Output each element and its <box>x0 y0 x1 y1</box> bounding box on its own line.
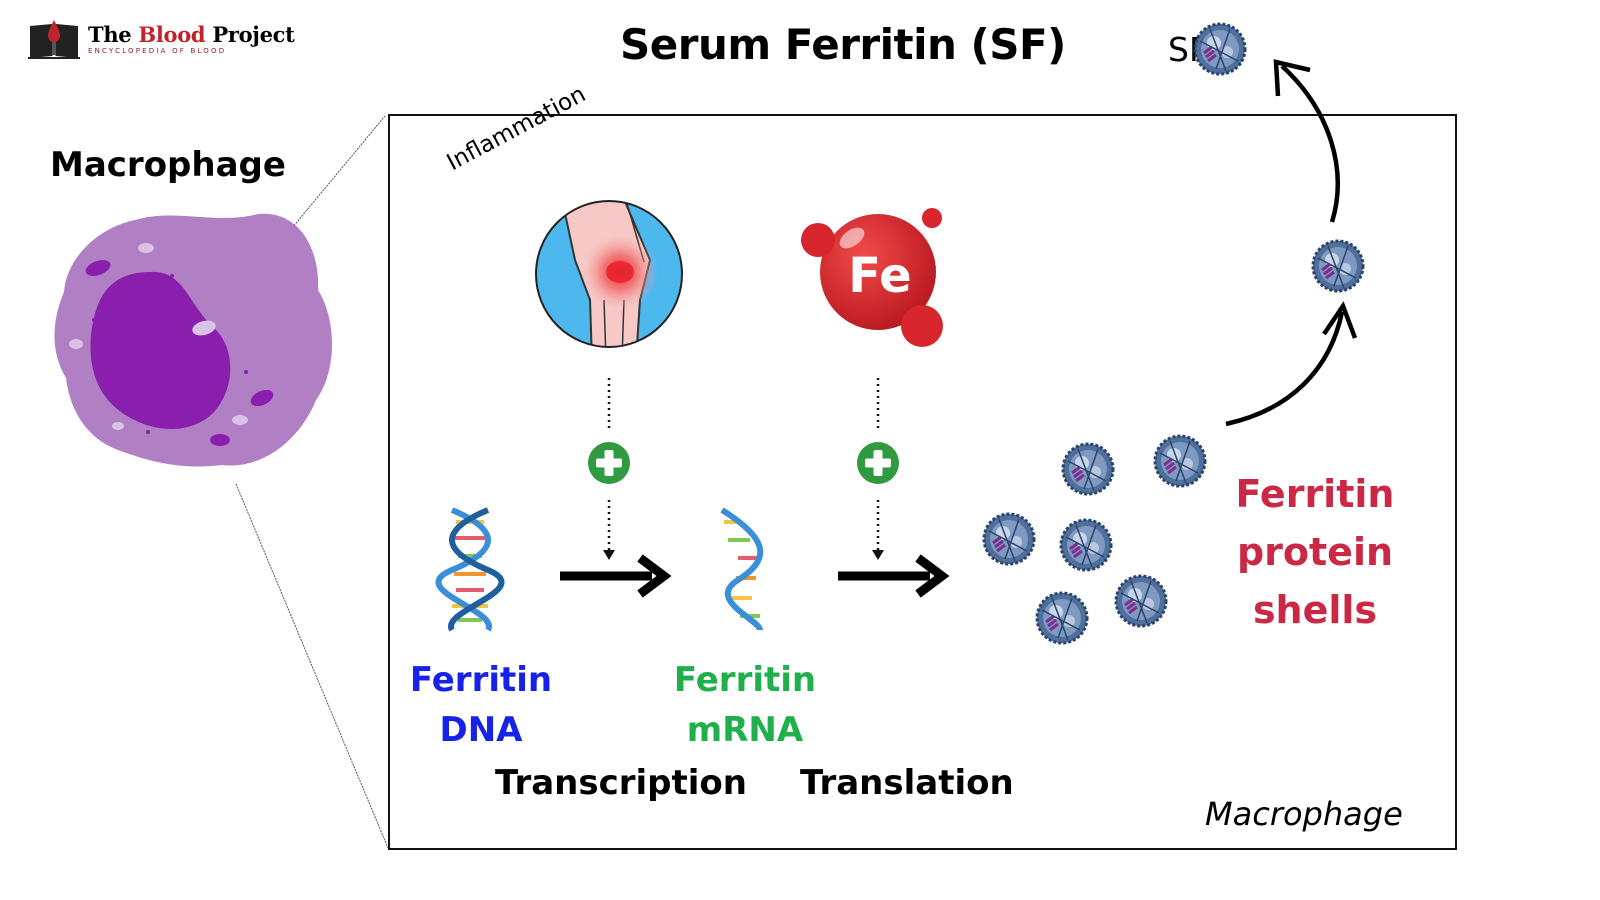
plus-icon <box>857 442 899 484</box>
inflammation-dotted-arrow <box>603 378 615 560</box>
dna-helix-icon <box>435 507 505 632</box>
export-arrow-upper <box>1273 59 1340 223</box>
ferritin-protein-icon <box>1311 239 1365 293</box>
macrophage-title: Macrophage <box>50 145 286 185</box>
iron-dotted-arrow <box>872 378 884 560</box>
zoom-line-bottom <box>235 483 389 849</box>
ferritin-protein-icon <box>1153 434 1207 488</box>
macrophage-inside-label: Macrophage <box>1205 795 1403 833</box>
zoom-line-top <box>291 115 386 229</box>
transcription-label: Transcription <box>495 763 747 803</box>
logo: The Blood Project ENCYCLOPEDIA OF BLOOD <box>26 18 295 60</box>
macrophage-cell-icon <box>54 213 332 467</box>
translation-arrow <box>838 554 950 598</box>
plus-icon <box>588 442 630 484</box>
ferritin-dna-label: Ferritin DNA <box>409 660 553 750</box>
macrophage-zoom-box <box>388 114 1457 850</box>
book-logo-icon <box>28 20 80 59</box>
page-title: Serum Ferritin (SF) <box>620 20 1066 69</box>
ferritin-protein-icon <box>1061 442 1115 496</box>
ferritin-shells-label: Ferritin protein shells <box>1235 472 1395 632</box>
ferritin-protein-icon <box>1114 574 1168 628</box>
export-arrow-lower <box>1225 301 1358 427</box>
ferritin-protein-icon <box>1059 518 1113 572</box>
mrna-strand-icon <box>720 507 764 632</box>
knee-inflammation-icon <box>535 200 683 348</box>
iron-atom-icon: Fe <box>801 208 943 347</box>
logo-title: The Blood Project <box>88 21 295 47</box>
transcription-arrow <box>560 554 672 598</box>
ferritin-mrna-label: Ferritin mRNA <box>673 660 817 750</box>
ferritin-protein-icon <box>1193 22 1247 76</box>
iron-symbol: Fe <box>848 248 911 304</box>
logo-tagline: ENCYCLOPEDIA OF BLOOD <box>88 46 227 55</box>
ferritin-protein-icon <box>1035 591 1089 645</box>
translation-label: Translation <box>800 763 1014 803</box>
ferritin-protein-icon <box>982 512 1036 566</box>
